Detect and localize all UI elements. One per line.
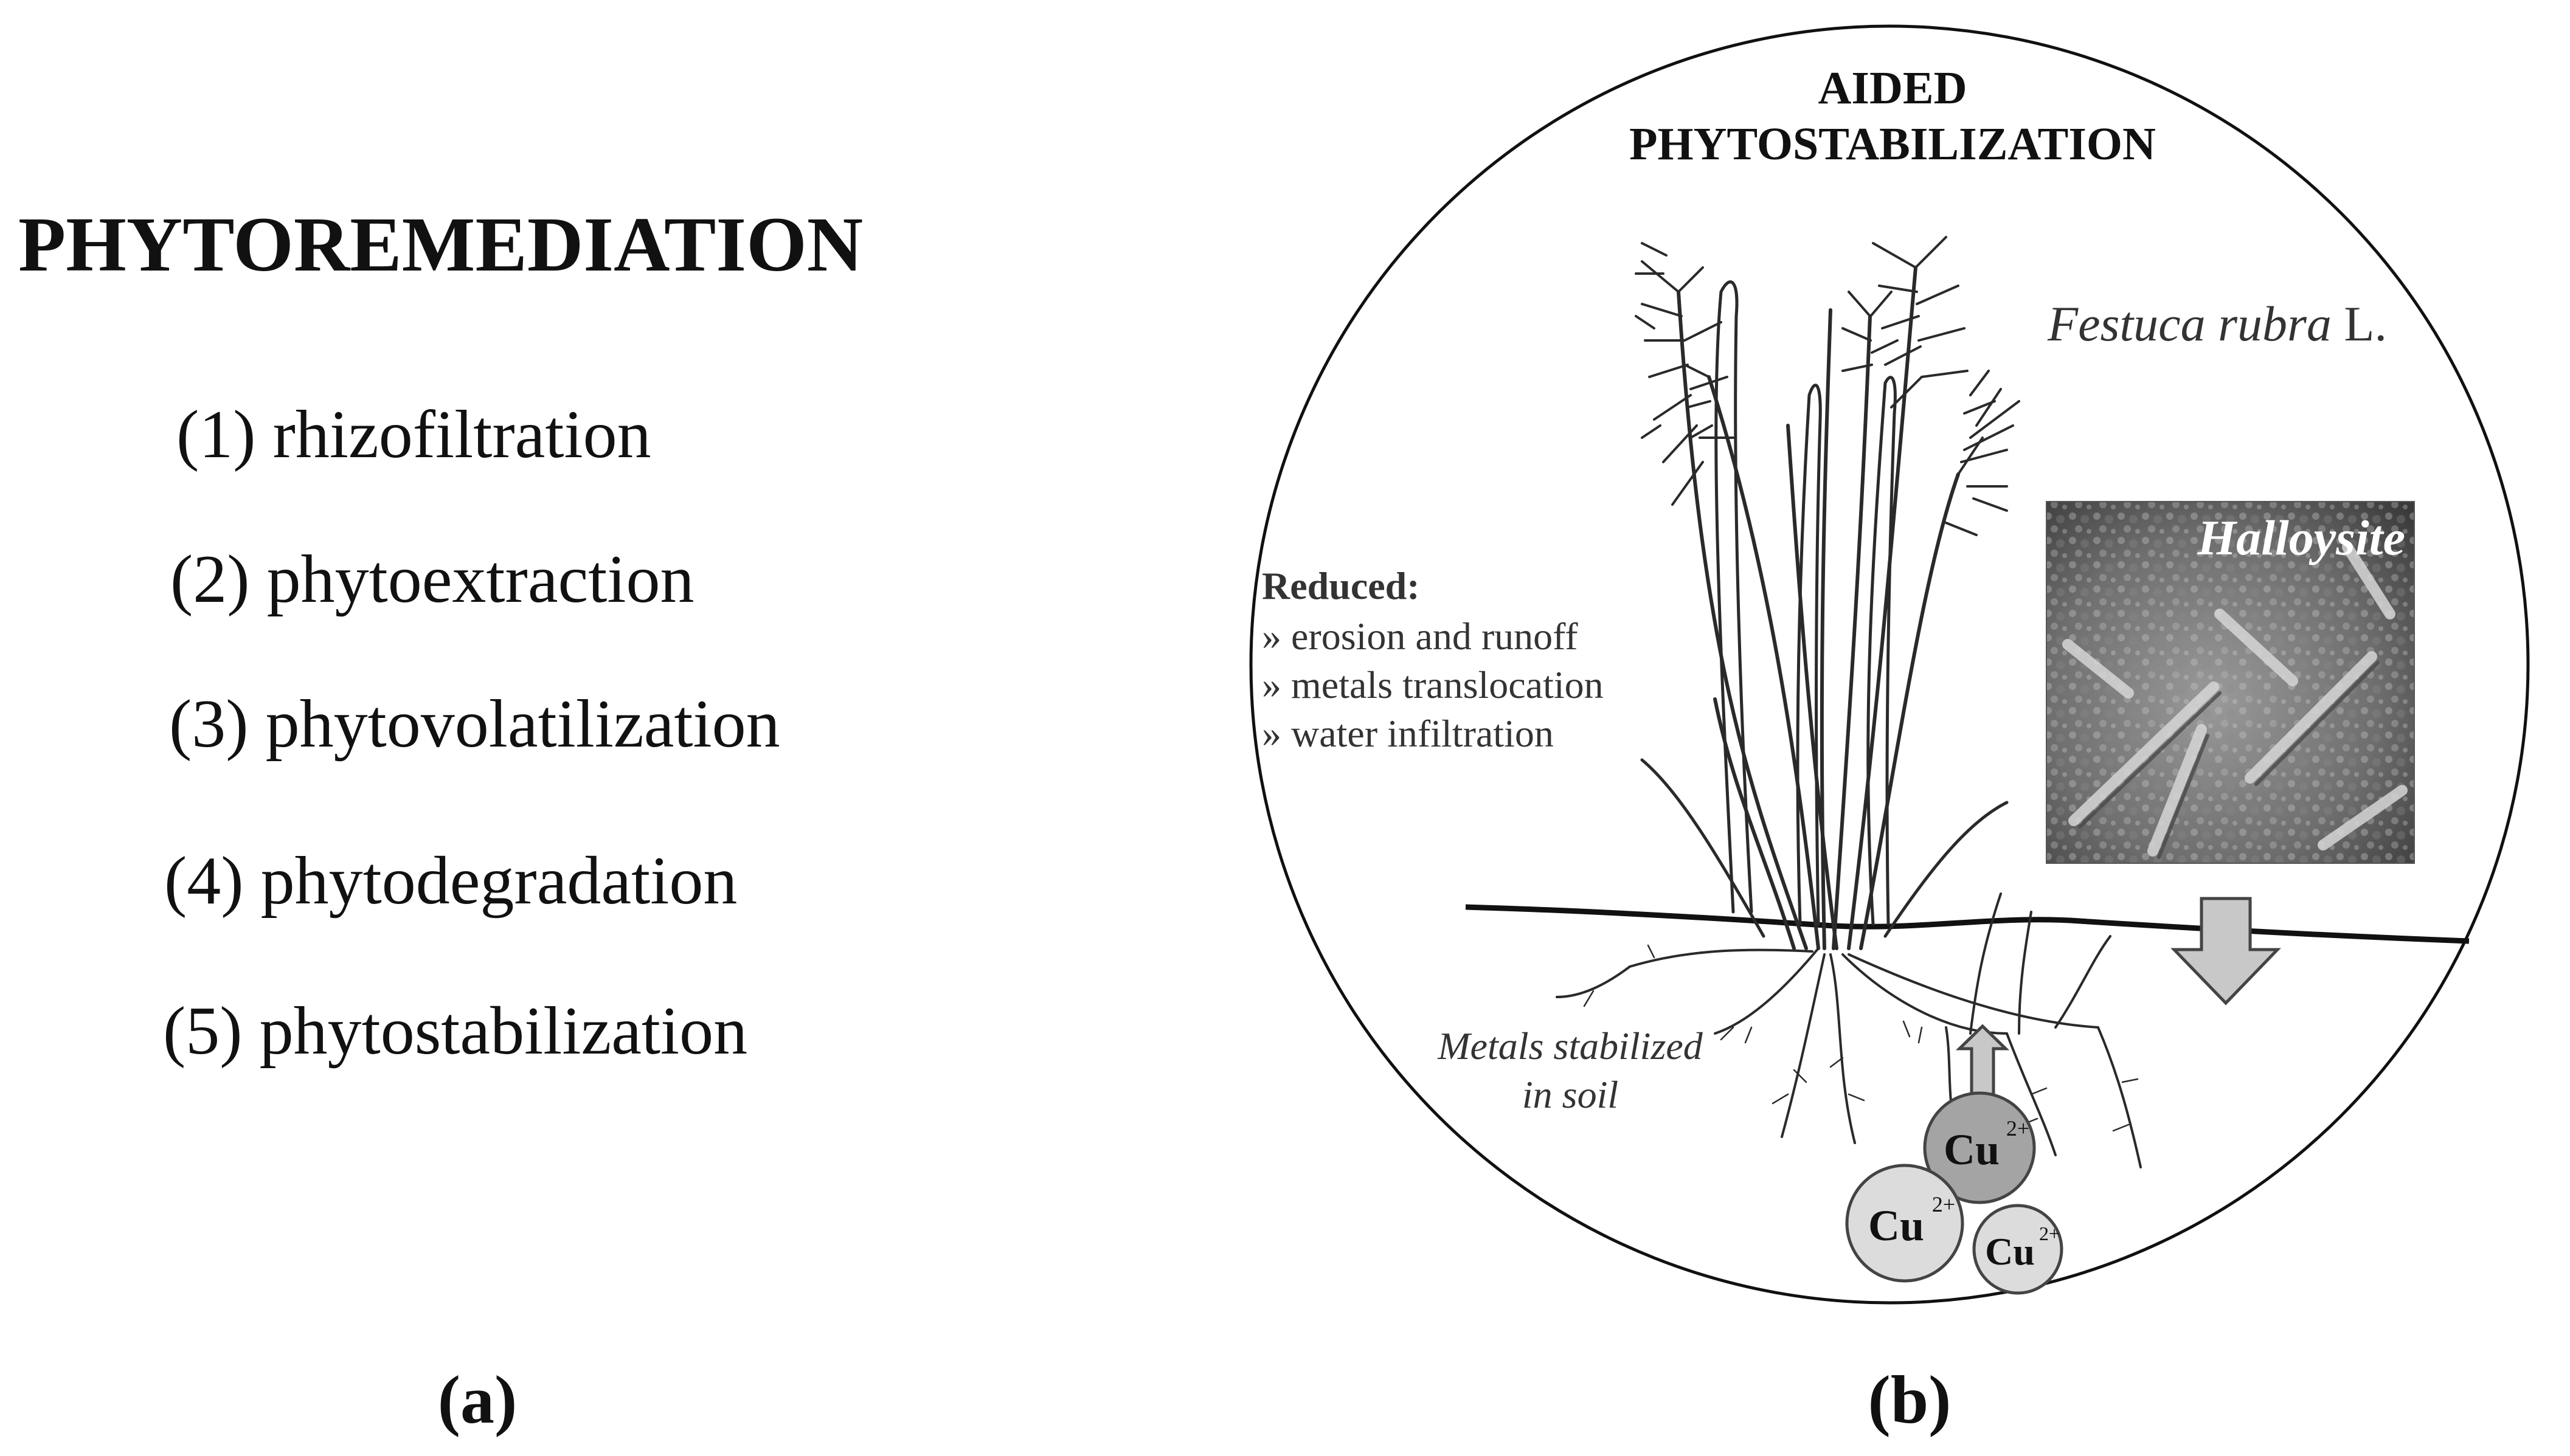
panel-a: PHYTOREMEDIATION (1) rhizofiltration (2)…	[18, 201, 863, 1438]
reduced-item: » water infiltration	[1262, 712, 1554, 755]
panel-b: AIDED PHYTOSTABILIZATION Festuca rubra L…	[1249, 24, 2530, 1438]
aided-title-line2: PHYTOSTABILIZATION	[1629, 119, 2156, 170]
svg-text:Cu: Cu	[1944, 1125, 2000, 1174]
down-arrow-icon	[2170, 897, 2281, 1006]
svg-text:2+: 2+	[2006, 1116, 2029, 1140]
metals-stabilized-line2: in soil	[1522, 1073, 1618, 1116]
metals-stabilized-line1: Metals stabilized	[1437, 1024, 1703, 1068]
outline-circle	[1249, 24, 2530, 1305]
reduced-item: » metals translocation	[1262, 663, 1604, 706]
panel-a-label: (a)	[438, 1362, 518, 1438]
list-item: (3) phytovolatilization	[169, 686, 780, 762]
list-item: (1) rhizofiltration	[176, 397, 651, 472]
copper-ion: Cu 2+	[1972, 1204, 2063, 1295]
svg-text:Cu: Cu	[1985, 1230, 2035, 1273]
list-item: (5) phytostabilization	[163, 993, 747, 1069]
reduced-item: » erosion and runoff	[1262, 615, 1578, 658]
reduced-heading: Reduced:	[1262, 564, 1420, 607]
species-name: Festuca rubra L.	[2047, 296, 2387, 351]
phytoremediation-title: PHYTOREMEDIATION	[18, 201, 863, 288]
list-item: (2) phytoextraction	[170, 542, 694, 617]
copper-ion: Cu 2+	[1923, 1091, 2036, 1204]
halloysite-label: Halloysite	[2197, 510, 2405, 565]
panel-b-label: (b)	[1868, 1362, 1952, 1438]
list-item: (4) phytodegradation	[164, 843, 737, 919]
svg-text:Cu: Cu	[1868, 1201, 1924, 1250]
up-arrow-icon	[1955, 1024, 2010, 1096]
plant-illustration	[1556, 236, 2142, 1168]
svg-text:2+: 2+	[1932, 1192, 1955, 1216]
halloysite-sem-image: Halloysite	[2046, 501, 2415, 864]
svg-text:2+: 2+	[2039, 1223, 2060, 1244]
soil-surface-line	[1465, 904, 2470, 944]
aided-title-line1: AIDED	[1818, 63, 1967, 114]
copper-ion: Cu 2+	[1845, 1164, 1964, 1283]
